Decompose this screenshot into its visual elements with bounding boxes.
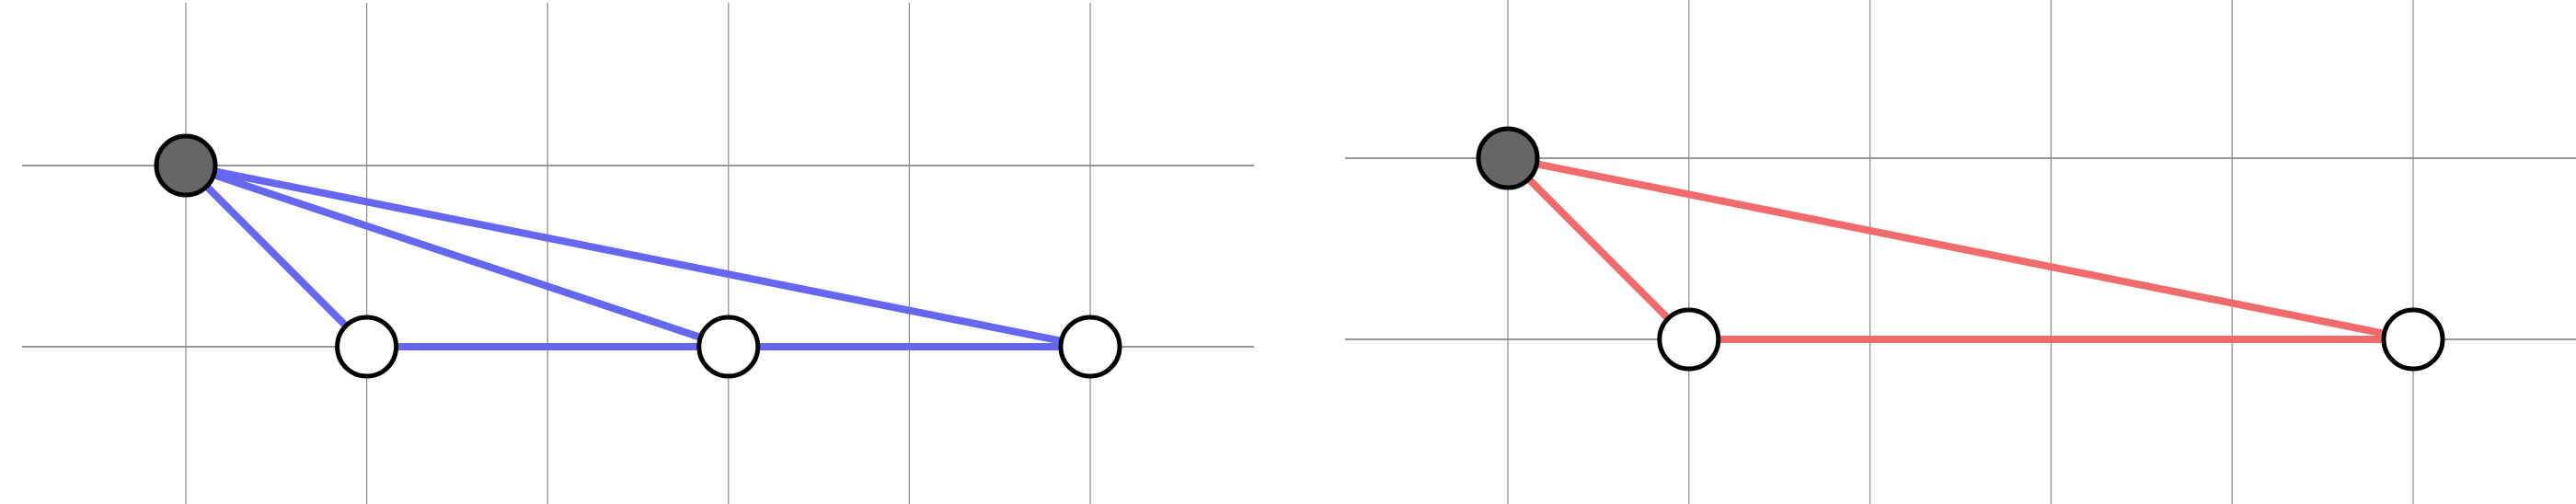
graph-node-d xyxy=(1058,315,1122,379)
graph-edge-a-b xyxy=(182,162,371,350)
right-graph xyxy=(1345,0,2576,504)
left-graph xyxy=(22,3,1254,504)
graph-edge-a-d xyxy=(1504,155,2417,343)
graph-node-b xyxy=(1657,307,1721,372)
graph-node-b xyxy=(335,315,399,379)
graph-node-d xyxy=(2381,307,2445,372)
graph-edge-a-c xyxy=(182,162,732,350)
graph-edge-a-b xyxy=(1504,155,1693,343)
source-node xyxy=(154,133,218,198)
source-node xyxy=(1476,126,1540,190)
graph-node-c xyxy=(696,315,761,379)
graph-edge-a-d xyxy=(182,162,1094,350)
